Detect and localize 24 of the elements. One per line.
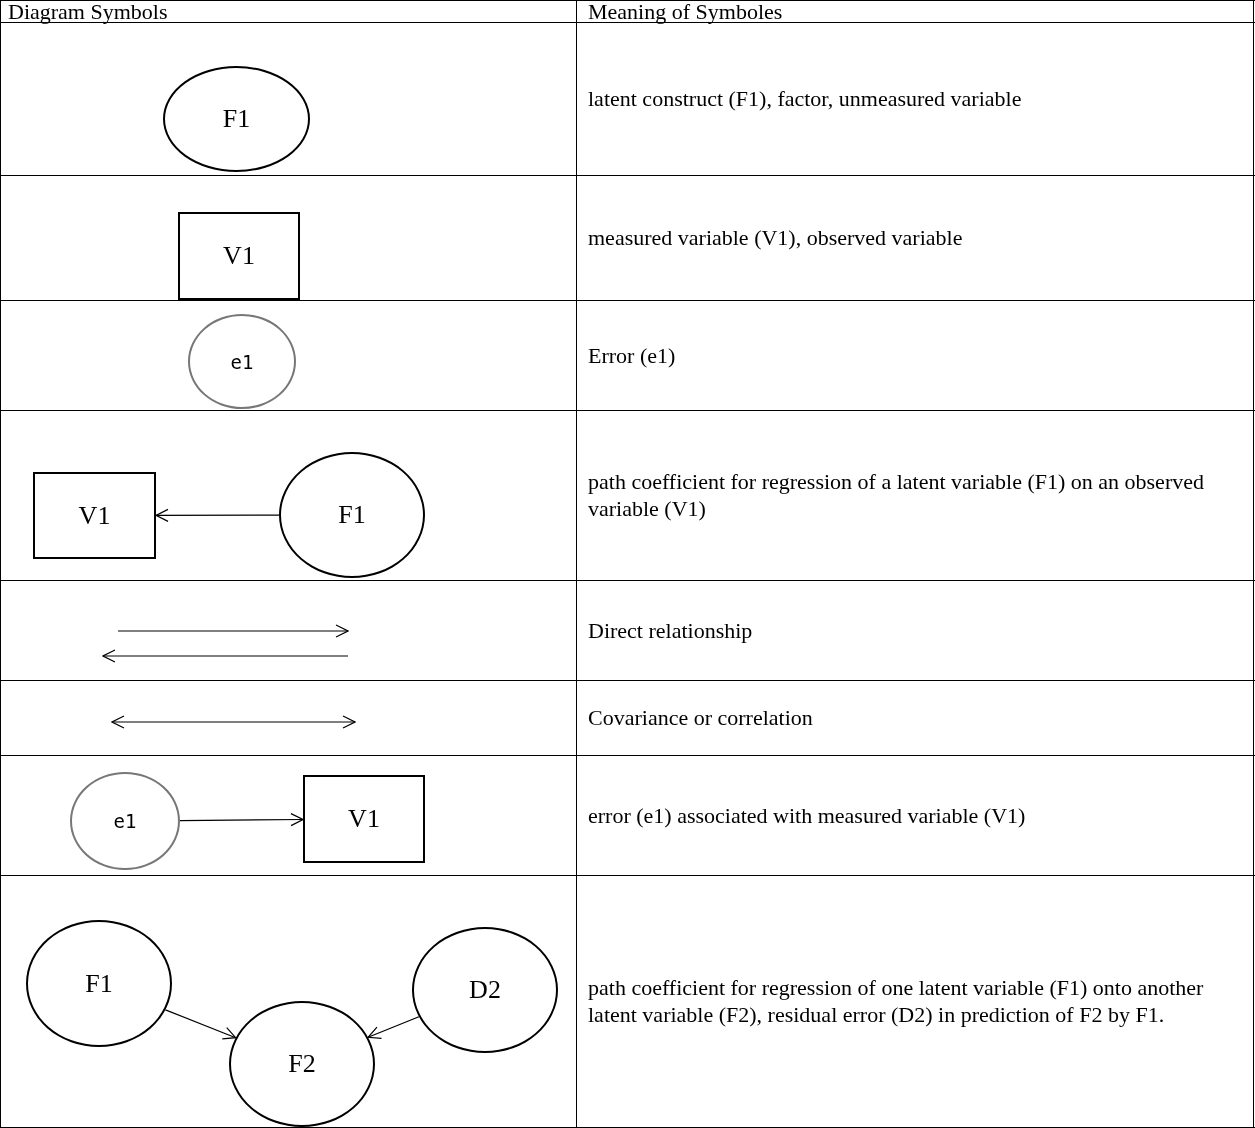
measured-variable-box: V1 — [303, 775, 425, 863]
latent-variable-ellipse: F2 — [229, 1001, 375, 1127]
description-text: Direct relationship — [588, 616, 753, 644]
latent-variable-ellipse: D2 — [412, 927, 558, 1053]
arrow — [367, 1016, 420, 1039]
arrow — [155, 508, 280, 522]
error-circle: e1 — [188, 314, 296, 409]
description-text: measured variable (V1), observed variable — [588, 224, 963, 251]
measured-variable-box: V1 — [178, 212, 300, 300]
description-text: Covariance or correlation — [588, 704, 813, 731]
description-text: error (e1) associated with measured variable (V1) — [588, 801, 1026, 829]
latent-variable-ellipse: F1 — [26, 920, 172, 1047]
description-text: latent construct (F1), factor, unmeasured variable — [588, 85, 1022, 112]
description-text: Error (e1) — [588, 341, 676, 369]
arrow — [164, 1009, 237, 1040]
arrow — [179, 813, 304, 827]
description-text: path coefficient for regression of one latent variable (F1) onto another latent variable (F2), residual error (D2) in prediction of F2 by F1. — [588, 974, 1205, 1028]
description-text: path coefficient for regression of a latent variable (F1) on an observed variable (V1) — [588, 468, 1205, 522]
measured-variable-box: V1 — [33, 472, 156, 559]
column-header: Diagram Symbols — [8, 0, 168, 25]
latent-variable-ellipse: F1 — [163, 66, 310, 172]
column-header: Meaning of Symboles — [588, 0, 783, 25]
error-circle: e1 — [70, 772, 180, 870]
latent-variable-ellipse: F1 — [279, 452, 425, 578]
